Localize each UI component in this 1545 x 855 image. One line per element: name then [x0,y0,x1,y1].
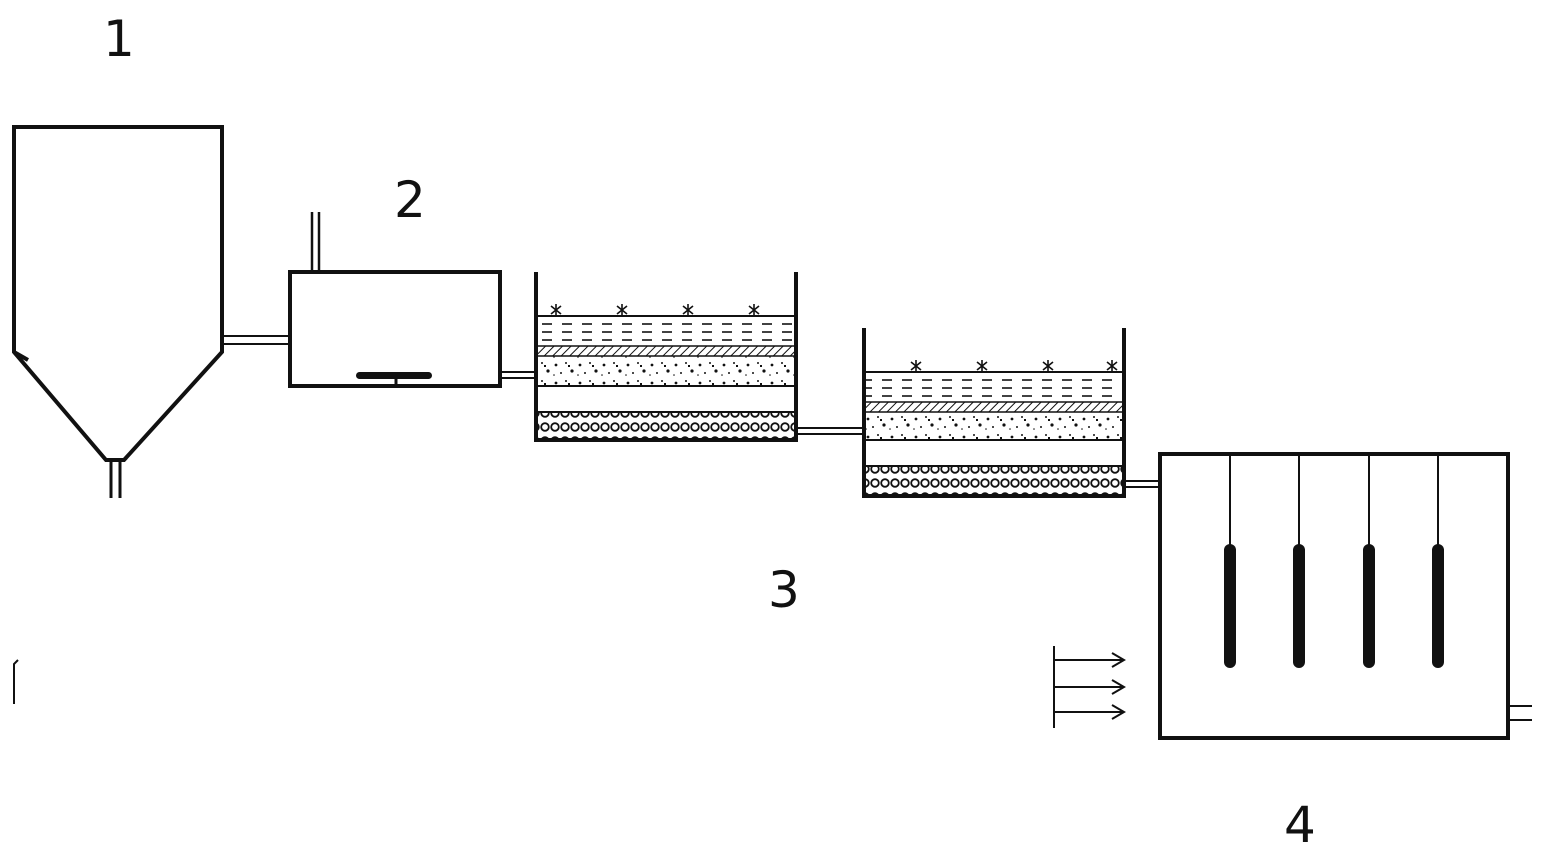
pipe-3a-to-3b [796,427,864,435]
electrode-group [1224,456,1444,668]
sand-layer [864,412,1124,440]
pipe-1-to-2 [222,335,290,345]
plant-icon [550,304,760,316]
unit-1-conical-tank [12,125,224,498]
unit-2-reactor-tank [288,212,502,388]
hatched-layer [863,401,1125,413]
water-layer [536,316,796,346]
water-layer [864,372,1124,402]
label-unit-2: 2 [394,171,426,229]
unit-3a-filter-bed [534,272,798,442]
gravel-layer [864,466,1124,496]
unit-3b-filter-bed [862,328,1126,498]
stirrer-bar [356,372,432,379]
unit-4-electrode-tank [1158,452,1532,740]
gravel-layer [536,412,796,440]
hatched-layer [535,345,797,357]
label-unit-4: 4 [1284,796,1316,854]
pipe-2-to-3a [500,371,536,379]
pipe-3b-to-4 [1124,480,1160,488]
label-unit-3: 3 [768,561,800,619]
label-unit-1: 1 [103,10,135,68]
sand-layer [536,356,796,386]
arrow-right-icon [1053,646,1126,728]
edge-mark [13,659,19,704]
plant-icon [910,360,1118,372]
